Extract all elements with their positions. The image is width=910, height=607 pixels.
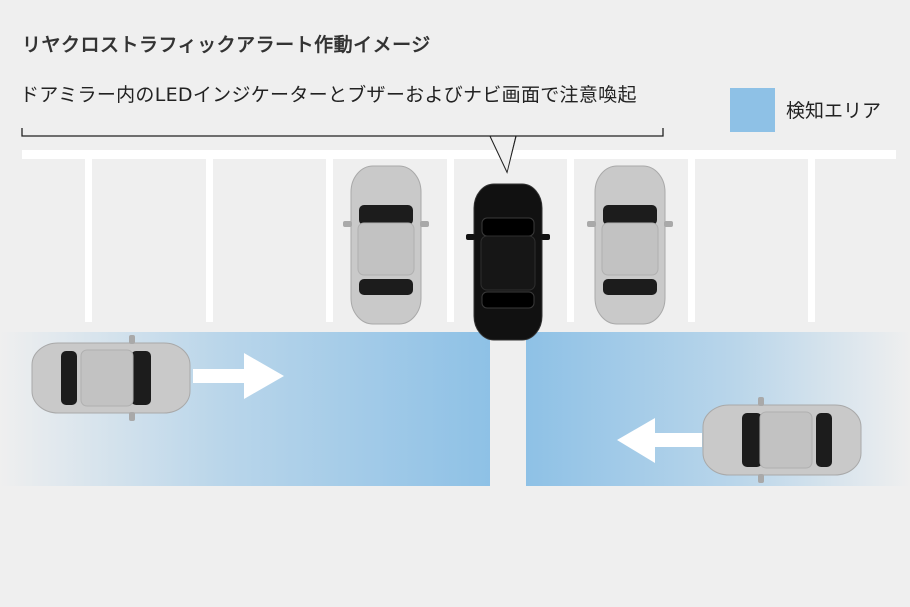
legend-label: 検知エリア	[786, 100, 882, 122]
parking-lines	[22, 150, 896, 322]
approaching-car-right	[702, 397, 862, 483]
legend-swatch	[730, 88, 775, 132]
approaching-car-left	[31, 335, 191, 421]
diagram-title: リヤクロストラフィックアラート作動イメージ	[22, 34, 431, 56]
own-car	[466, 183, 550, 341]
parked-car-right	[587, 165, 673, 325]
callout-bracket	[21, 128, 664, 174]
arrow-left-icon	[617, 418, 702, 463]
callout-text: ドアミラー内のLEDインジケーターとブザーおよびナビ画面で注意喚起	[20, 84, 637, 106]
parked-car-left	[343, 165, 429, 325]
arrow-right-icon	[193, 353, 284, 399]
